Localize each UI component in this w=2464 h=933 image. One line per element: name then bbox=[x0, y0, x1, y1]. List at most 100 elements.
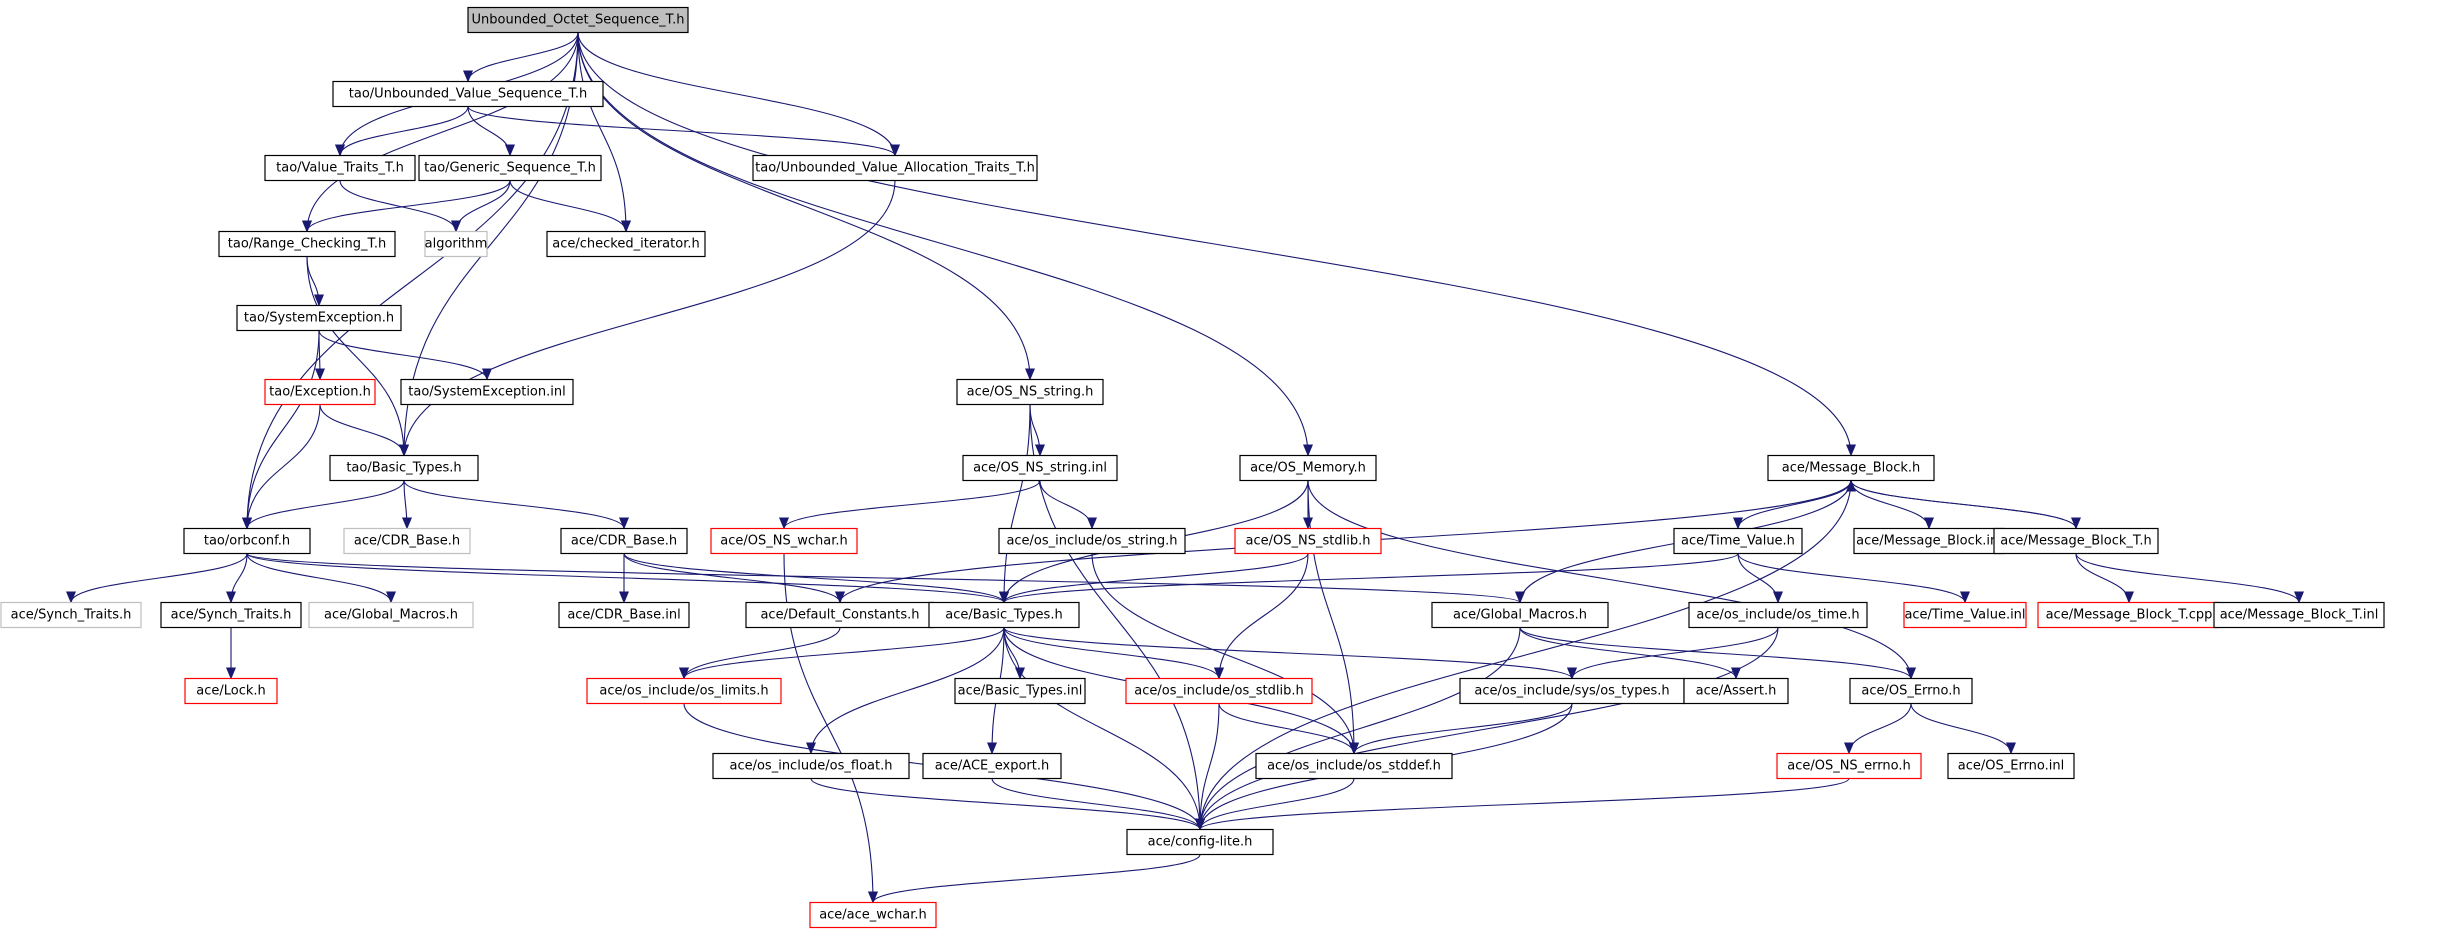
node-label: tao/Unbounded_Value_Allocation_Traits_T.… bbox=[755, 161, 1035, 176]
edge-tv-to-tvinl bbox=[1737, 553, 1970, 604]
node-box bbox=[1239, 454, 1377, 482]
node-tao-systemexception-inl[interactable]: tao/SystemException.inl bbox=[400, 378, 574, 406]
node-ace-os-ns-errno-h[interactable]: ace/OS_NS_errno.h bbox=[1776, 752, 1922, 780]
node-label: ace/Basic_Types.inl bbox=[958, 684, 1083, 699]
node-ace-os-ns-string-h[interactable]: ace/OS_NS_string.h bbox=[956, 378, 1104, 406]
node-ace-os-include-os-limits-h[interactable]: ace/os_include/os_limits.h bbox=[586, 677, 782, 705]
edge-root-to-mem bbox=[577, 32, 1313, 457]
node-ace-os-include-os-string-h[interactable]: ace/os_include/os_string.h bbox=[998, 527, 1186, 555]
node-tao-exception-h[interactable]: tao/Exception.h bbox=[264, 378, 376, 406]
edge-mbt-to-mbtinl bbox=[2075, 553, 2304, 604]
node-label: ace/Time_Value.inl bbox=[1904, 608, 2025, 623]
edge-root-to-ci bbox=[577, 32, 631, 233]
node-tao-basic-types-h[interactable]: tao/Basic_Types.h bbox=[329, 454, 479, 482]
node-ace-os-include-sys-os-types-h[interactable]: ace/os_include/sys/os_types.h bbox=[1459, 677, 1685, 705]
node-label: ace/OS_NS_stdlib.h bbox=[1246, 534, 1371, 549]
node-ace-message-block-t-cpp[interactable]: ace/Message_Block_T.cpp bbox=[2037, 601, 2221, 629]
node-unbounded-octet-sequence-t-h[interactable]: Unbounded_Octet_Sequence_T.h bbox=[467, 6, 689, 34]
node-label: ace/os_include/os_limits.h bbox=[599, 684, 768, 699]
node-ace-config-lite-h[interactable]: ace/config-lite.h bbox=[1126, 828, 1274, 856]
node-tao-range-checking-t-h[interactable]: tao/Range_Checking_T.h bbox=[218, 230, 396, 258]
node-ace-os-errno-inl[interactable]: ace/OS_Errno.inl bbox=[1947, 752, 2075, 780]
node-ace-synch-traits-h[interactable]: ace/Synch_Traits.h bbox=[160, 601, 302, 629]
edge-exc-to-orb bbox=[242, 404, 321, 530]
node-box bbox=[928, 601, 1080, 629]
node-ace-os-ns-string-inl[interactable]: ace/OS_NS_string.inl bbox=[962, 454, 1118, 482]
edge-uvs-to-uva bbox=[467, 106, 900, 157]
node-ace-global-macros-h[interactable]: ace/Global_Macros.h bbox=[1431, 601, 1609, 629]
node-ace-os-ns-wchar-h[interactable]: ace/OS_NS_wchar.h bbox=[710, 527, 858, 555]
edge-nsstdlib-to-acebt bbox=[999, 553, 1309, 604]
node-tao-generic-sequence-t-h[interactable]: tao/Generic_Sequence_T.h bbox=[418, 154, 602, 182]
edge-root-to-orb bbox=[242, 32, 579, 530]
node-box bbox=[956, 378, 1104, 406]
node-ace-cdr-base-h[interactable]: ace/CDR_Base.h bbox=[343, 527, 471, 555]
node-box bbox=[1776, 752, 1922, 780]
node-box bbox=[962, 454, 1118, 482]
node-ace-assert-h[interactable]: ace/Assert.h bbox=[1683, 677, 1789, 705]
node-ace-message-block-h[interactable]: ace/Message_Block.h bbox=[1767, 454, 1935, 482]
node-box bbox=[264, 154, 416, 182]
node-box bbox=[1125, 677, 1313, 705]
node-box bbox=[236, 304, 402, 332]
node-ace-os-include-os-stdlib-h[interactable]: ace/os_include/os_stdlib.h bbox=[1125, 677, 1313, 705]
node-tao-unbounded-value-allocation-traits-t-h[interactable]: tao/Unbounded_Value_Allocation_Traits_T.… bbox=[752, 154, 1038, 182]
node-box bbox=[418, 154, 602, 182]
node-ace-lock-h[interactable]: ace/Lock.h bbox=[184, 677, 278, 705]
node-label: ace/Message_Block.inl bbox=[1856, 534, 2002, 549]
edge-gs-to-ci bbox=[509, 180, 631, 233]
edge-gm-to-assert bbox=[1519, 627, 1741, 680]
node-ace-ace-export-h[interactable]: ace/ACE_export.h bbox=[922, 752, 1062, 780]
edge-stdlib-to-stddef bbox=[1218, 703, 1359, 755]
edge-tv-to-ostime bbox=[1737, 553, 1783, 604]
node-box bbox=[332, 80, 604, 108]
node-ace-os-memory-h[interactable]: ace/OS_Memory.h bbox=[1239, 454, 1377, 482]
node-ace-os-include-os-float-h[interactable]: ace/os_include/os_float.h bbox=[712, 752, 910, 780]
node-ace-cdr-base-inl[interactable]: ace/CDR_Base.inl bbox=[558, 601, 690, 629]
node-ace-default-constants-h[interactable]: ace/Default_Constants.h bbox=[745, 601, 935, 629]
node-label: tao/Generic_Sequence_T.h bbox=[424, 161, 596, 176]
node-tao-unbounded-value-sequence-t-h[interactable]: tao/Unbounded_Value_Sequence_T.h bbox=[332, 80, 604, 108]
node-ace-os-include-os-stddef-h[interactable]: ace/os_include/os_stddef.h bbox=[1255, 752, 1453, 780]
node-ace-basic-types-inl[interactable]: ace/Basic_Types.inl bbox=[954, 677, 1086, 705]
edge-float-to-cfg bbox=[810, 778, 1205, 831]
edge-orb-to-sync_sys bbox=[66, 553, 248, 604]
node-label: ace/OS_NS_string.inl bbox=[973, 461, 1107, 476]
node-box bbox=[1853, 527, 2005, 555]
node-ace-message-block-t-h[interactable]: ace/Message_Block_T.h bbox=[1993, 527, 2159, 555]
node-tao-orbconf-h[interactable]: tao/orbconf.h bbox=[183, 527, 311, 555]
node-ace-basic-types-h[interactable]: ace/Basic_Types.h bbox=[928, 601, 1080, 629]
node-ace-os-ns-stdlib-h[interactable]: ace/OS_NS_stdlib.h bbox=[1234, 527, 1382, 555]
node-box bbox=[467, 6, 689, 34]
node-ace-message-block-inl[interactable]: ace/Message_Block.inl bbox=[1853, 527, 2005, 555]
node-ace-synch-traits-h[interactable]: ace/Synch_Traits.h bbox=[0, 601, 142, 629]
edge-dc-to-limits bbox=[679, 627, 841, 680]
edge-uvs-to-gs bbox=[467, 106, 515, 157]
node-ace-time-value-inl[interactable]: ace/Time_Value.inl bbox=[1903, 601, 2027, 629]
edge-cfg-to-wchar bbox=[868, 854, 1201, 904]
node-label: ace/CDR_Base.h bbox=[571, 534, 677, 549]
node-box bbox=[1849, 677, 1973, 705]
edge-acebt-to-limits bbox=[679, 627, 1005, 680]
node-label: ace/Default_Constants.h bbox=[760, 608, 919, 623]
node-tao-value-traits-t-h[interactable]: tao/Value_Traits_T.h bbox=[264, 154, 416, 182]
node-box bbox=[160, 601, 302, 629]
node-ace-checked-iterator-h[interactable]: ace/checked_iterator.h bbox=[546, 230, 706, 258]
edge-se-to-seinl bbox=[318, 330, 492, 381]
node-ace-time-value-h[interactable]: ace/Time_Value.h bbox=[1673, 527, 1803, 555]
node-tao-systemexception-h[interactable]: tao/SystemException.h bbox=[236, 304, 402, 332]
node-ace-message-block-t-inl[interactable]: ace/Message_Block_T.inl bbox=[2213, 601, 2385, 629]
node-box bbox=[998, 527, 1186, 555]
edge-taobt-to-orb bbox=[242, 480, 405, 530]
node-label: ace/Global_Macros.h bbox=[1453, 608, 1587, 623]
node-label: ace/OS_NS_errno.h bbox=[1787, 759, 1911, 774]
node-ace-global-macros-h[interactable]: ace/Global_Macros.h bbox=[308, 601, 474, 629]
node-ace-cdr-base-h[interactable]: ace/CDR_Base.h bbox=[560, 527, 688, 555]
edge-acebt-to-ostypes bbox=[1003, 627, 1577, 680]
node-ace-ace-wchar-h[interactable]: ace/ace_wchar.h bbox=[809, 901, 937, 929]
edge-acebt-to-float bbox=[806, 627, 1005, 755]
node-ace-os-errno-h[interactable]: ace/OS_Errno.h bbox=[1849, 677, 1973, 705]
node-algorithm[interactable]: algorithm bbox=[424, 230, 488, 258]
node-ace-os-include-os-time-h[interactable]: ace/os_include/os_time.h bbox=[1688, 601, 1868, 629]
node-label: tao/Range_Checking_T.h bbox=[228, 237, 386, 252]
